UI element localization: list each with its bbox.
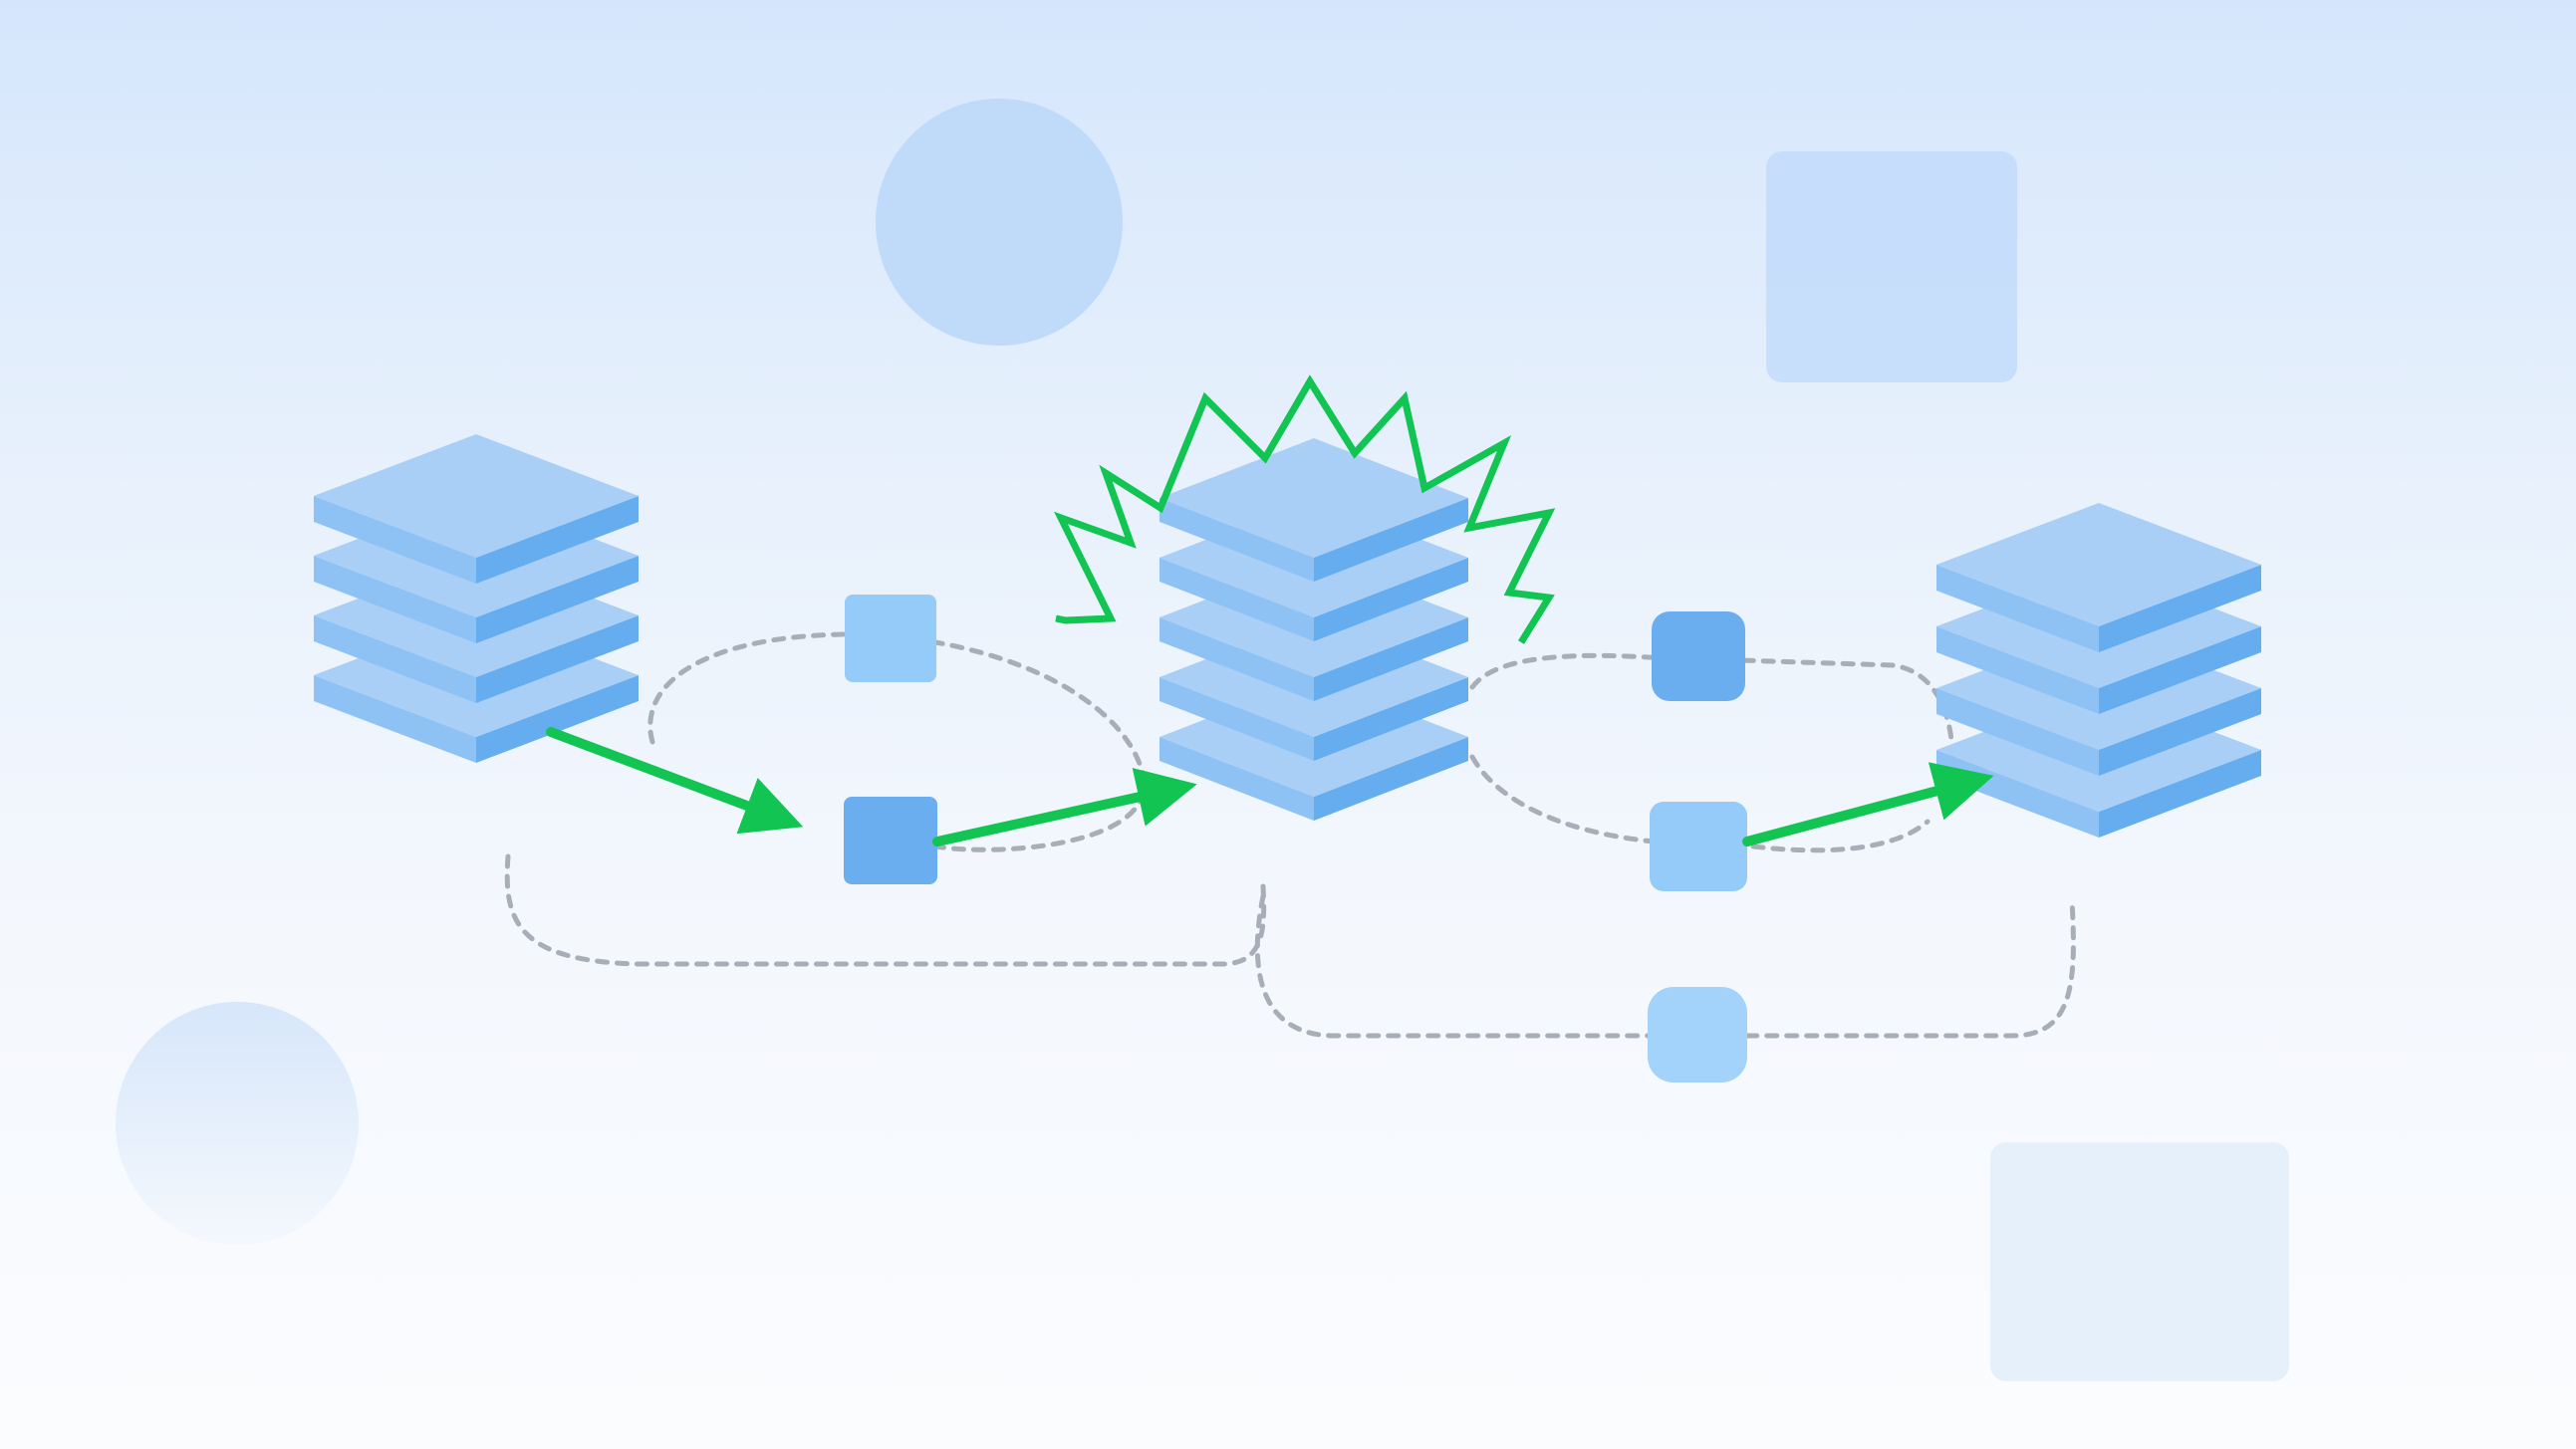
layer-right-face — [2099, 626, 2261, 714]
layer-right-face — [1314, 737, 1468, 821]
layer-left-face — [1159, 737, 1314, 821]
layer-left-face — [1936, 565, 2099, 652]
layer-left-face — [314, 556, 476, 643]
layer-left-face — [1936, 688, 2099, 776]
deco-circle-top — [876, 99, 1123, 346]
connector-3 — [1652, 611, 1745, 701]
layer-right-face — [1314, 558, 1468, 641]
deco-square-bottom-right — [1990, 1142, 2289, 1381]
dashed-loop-right-middle — [1469, 754, 1657, 845]
layer-right-face — [476, 496, 639, 584]
layer-left-face — [1159, 617, 1314, 701]
stack-right — [1936, 503, 2261, 838]
flow-arrow-2 — [932, 768, 1197, 846]
highlight-burst-icon — [1054, 374, 1556, 644]
layer-right-face — [1314, 617, 1468, 701]
connector-1 — [845, 595, 936, 682]
layer-left-face — [314, 675, 476, 763]
layer-right-face — [476, 675, 639, 763]
layer-left-face — [1159, 498, 1314, 582]
layer-right-face — [2099, 750, 2261, 838]
flow-arrow-3 — [1742, 762, 1994, 846]
layer-right-face — [476, 615, 639, 703]
layer-left-face — [314, 615, 476, 703]
layer-left-face — [1159, 677, 1314, 761]
stack-left — [314, 434, 639, 763]
deco-square-top-right — [1766, 151, 2017, 382]
deco-circle-bottom-left — [116, 1002, 359, 1245]
layer-right-face — [476, 556, 639, 643]
background-decorations — [116, 99, 2289, 1381]
layer-left-face — [314, 496, 476, 584]
layer-right-face — [1314, 498, 1468, 582]
dashed-loop-left-top — [647, 631, 1147, 852]
dashed-loop-right-tail — [1750, 819, 1931, 853]
active-arrows — [546, 727, 1994, 846]
layer-left-face — [1936, 626, 2099, 714]
layer-right-face — [2099, 565, 2261, 652]
stack-center — [1159, 438, 1468, 821]
layer-right-face — [2099, 688, 2261, 776]
layer-top-face — [1159, 438, 1468, 558]
layer-left-face — [1159, 558, 1314, 641]
connector-5 — [1648, 987, 1747, 1083]
layer-top-face — [1936, 503, 2261, 626]
layer-top-face — [314, 434, 639, 558]
connector-4 — [1650, 802, 1747, 891]
layer-right-face — [1314, 677, 1468, 761]
layer-stacks — [314, 434, 2261, 838]
dashed-routes — [504, 631, 2076, 1039]
dashed-loop-left-bottom — [504, 853, 1267, 967]
flow-arrow-1 — [546, 727, 804, 835]
connector-2 — [844, 797, 937, 884]
connector-nodes — [844, 595, 1747, 1083]
dashed-loop-right-top — [1469, 652, 1955, 760]
dashed-loop-right-bottom — [1254, 893, 2076, 1039]
